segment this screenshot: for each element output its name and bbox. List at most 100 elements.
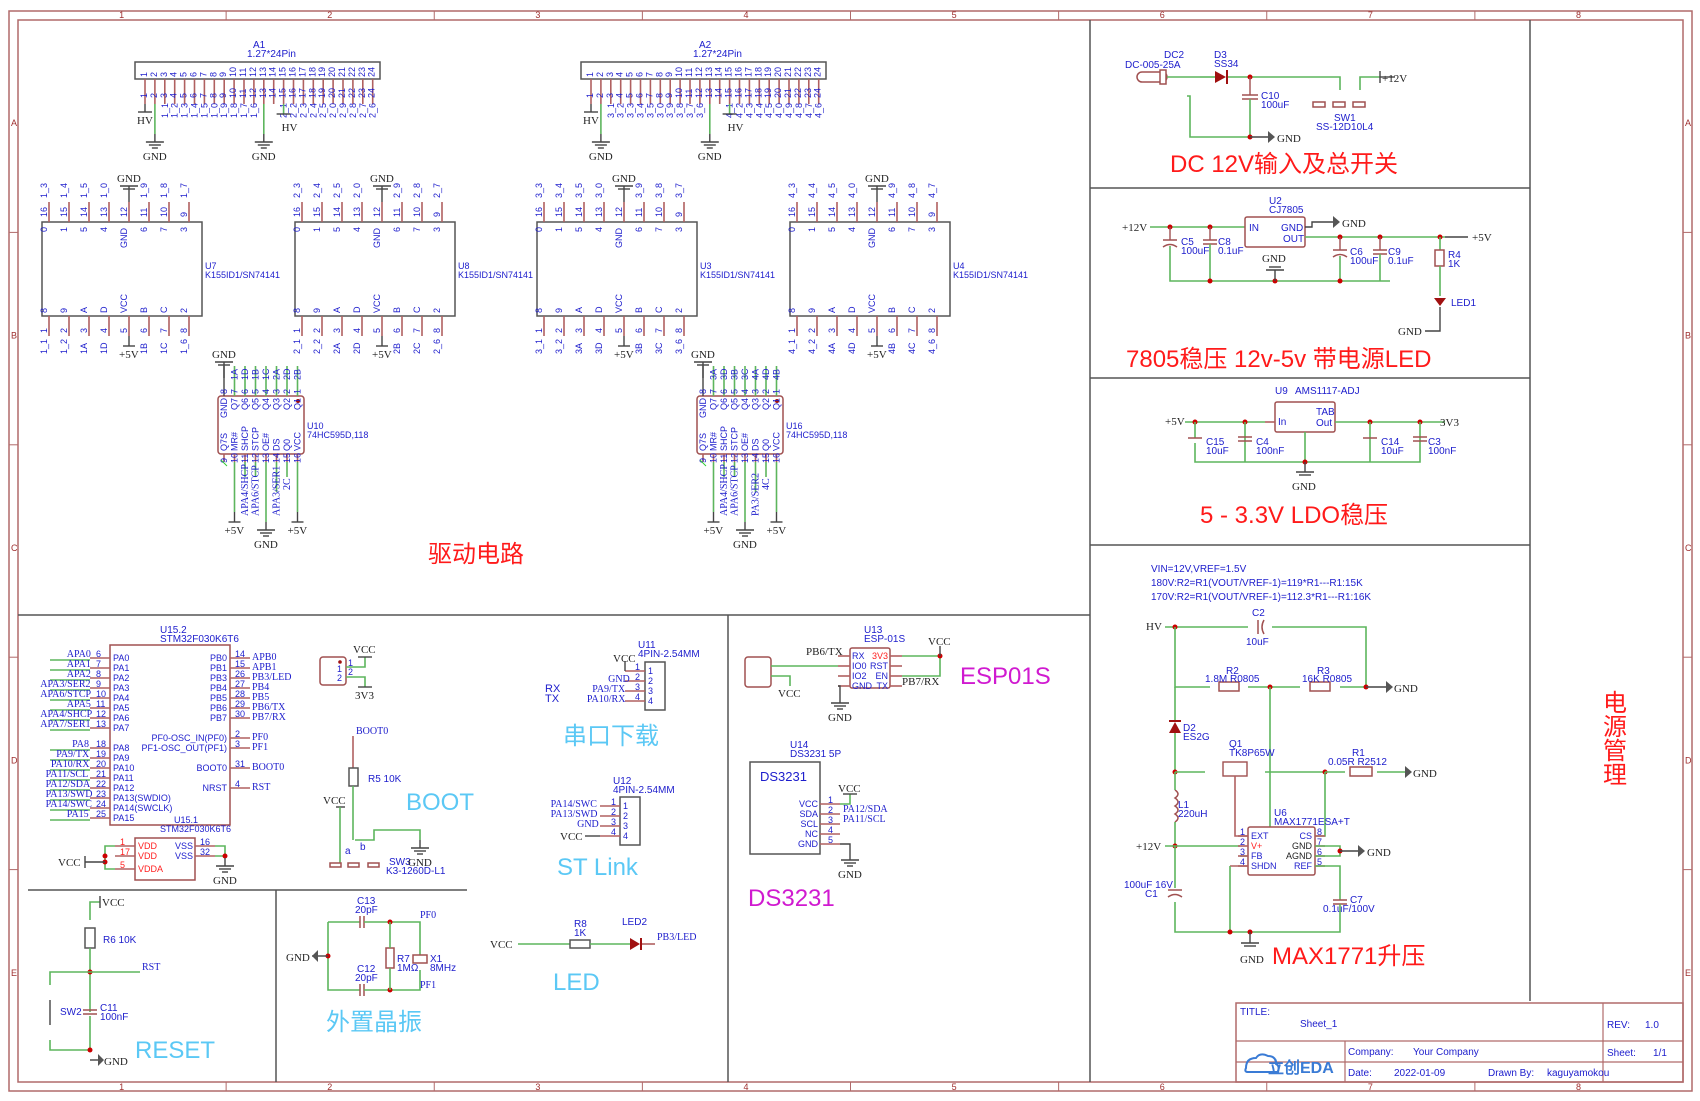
net-label: GND [577,819,599,830]
pin-number: 9 [218,93,228,98]
net-label: BOOT0 [252,762,284,773]
pin-name: PA14(SWCLK) [113,803,172,813]
pin-number: 3 [272,389,282,394]
pin-number: 5 [625,93,635,98]
c2-ref: C2 [1252,608,1265,619]
pin-number: 8 [654,72,664,77]
u14-ref: U14 [790,740,809,751]
pin-number: 2 [312,328,322,333]
net-label-gnd: GND [117,173,141,185]
frame-col-label: 1 [119,1082,124,1092]
net-label: 4_5 [827,183,837,198]
pin-number: 12 [372,207,382,217]
pin-number: 4 [235,779,240,789]
r8-ref: R8 [574,919,587,930]
net-label-vcc: VCC [490,939,513,951]
boost-note-3: 170V:R2=R1(VOUT/VREF-1)=112.3*R1---R1:16… [1151,592,1371,603]
pin-number: 2 [149,93,159,98]
net-label: 3_5 [574,183,584,198]
pin-number: 17 [120,847,130,857]
dc-input-circuit: DC2 DC-005-25A D3 SS34 +12V C10 100uF GN… [1125,50,1407,145]
pin-number: 12 [248,88,258,98]
net-label: PA11/SCL [46,769,89,780]
section-title-max1771: MAX1771升压 [1272,943,1425,970]
pin-name: B [392,307,402,313]
net-label: 4_6 [814,103,824,118]
u2-pin-out: OUT [1283,234,1304,245]
pin-number: 8 [179,328,189,333]
l1-value: 220uH [1178,809,1207,820]
pin-number: 22 [347,67,357,77]
d3-value: SS34 [1214,59,1239,70]
sheet-value: 1/1 [1653,1048,1667,1059]
pin-name: GND [852,681,873,691]
pin-name: PA4 [113,693,129,703]
pin-number: 16 [734,88,744,98]
pin-number: 5 [372,328,382,333]
c15-ref: C15 [1206,437,1225,448]
pin-number: 15 [59,207,69,217]
pin-number: 24 [813,88,823,98]
c15-value: 10uF [1206,446,1229,457]
pin-number: 8 [219,389,229,394]
frame-col-label: 2 [327,10,332,20]
ic-value: K155ID1/SN74141 [205,270,280,280]
net-label-gnd: GND [286,952,310,964]
pin-number: 6 [635,93,645,98]
net-label: 2_0 [328,103,338,118]
net-label: 2_7 [432,183,442,198]
pin-number: 7 [1317,837,1322,847]
pin-name: PF1-OSC_OUT(PF1) [141,743,227,753]
net-label: 4_7 [927,183,937,198]
net-label: 4_2 [735,103,745,118]
net-label: 2_2 [289,103,299,118]
pin-number: 5 [1317,857,1322,867]
pin-name: SDA [799,809,818,819]
net-label: PA12/SDA [46,779,91,790]
pin-name: Q4 [261,398,271,410]
pin-number: 6 [96,649,101,659]
frame-row-label: E [11,968,17,978]
pin-name: Q7S [698,433,708,451]
net-label: 2_2 [312,339,322,354]
pin-name: GND [614,228,624,249]
pin-number: 3 [828,815,833,825]
pin-number: 12 [730,453,740,463]
r1-value: 0.05R R2512 [1328,757,1387,768]
pin-name: VCC [614,293,624,313]
frame-col-label: 7 [1368,1082,1373,1092]
pin-number: 10 [159,207,169,217]
sw1-value: SS-12D10L4 [1316,122,1374,133]
pin-number: 6 [887,328,897,333]
u2-value: CJ7805 [1269,205,1304,216]
u6-body [1247,826,1316,876]
boost-note-1: VIN=12V,VREF=1.5V [1151,564,1247,575]
pin-number: 12 [119,207,129,217]
net-label: 3_7 [685,103,695,118]
pin-number: 6 [635,72,645,77]
pin-name: Q1 [772,398,782,410]
net-label: 4_9 [887,183,897,198]
r2-ref: R2 [1226,666,1239,677]
sheet-title: Sheet_1 [1300,1019,1338,1030]
net-label: 3C [654,342,664,354]
pin-number: 18 [753,88,763,98]
net-label-pb6-tx: PB6/TX [806,646,843,658]
boost-note-2: 180V:R2=R1(VOUT/VREF-1)=119*R1---R1:15K [1151,578,1363,589]
net-label: 2_5 [318,103,328,118]
c8-value: 0.1uF [1218,246,1244,257]
pin-number: 1 [337,664,342,674]
net-label-3v3: 3V3 [1440,417,1459,429]
pin-number: 3 [159,72,169,77]
net-label-gnd: GND [1292,481,1316,493]
pin-name: 2 [927,308,937,313]
section-title-boot: BOOT [406,789,474,816]
pin-name: EN [875,671,888,681]
net-label: 3_7 [674,183,684,198]
pin-number: 5 [828,835,833,845]
frame-col-label: 5 [952,1082,957,1092]
pin-number: 17 [297,88,307,98]
net-label-gnd: GND [1342,218,1366,230]
